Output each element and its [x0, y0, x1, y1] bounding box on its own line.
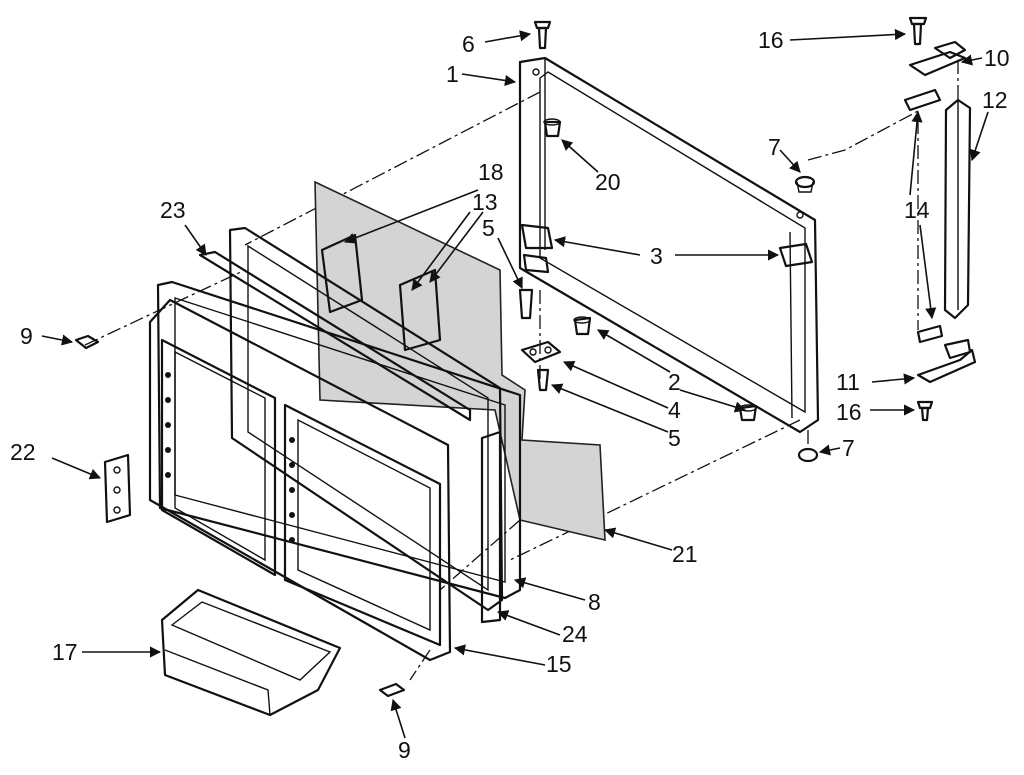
callout-8: 8	[588, 589, 601, 615]
top-screw	[533, 20, 552, 50]
callout-11: 11	[836, 369, 860, 395]
callout-17: 17	[52, 639, 78, 665]
lower-hinge-hardware	[518, 288, 562, 392]
callout-18: 18	[478, 159, 504, 185]
callout-labels: 6 1 16 10 12 20 7 18 13 23 5 14 3 9 2 4 …	[10, 27, 1010, 763]
callout-12: 12	[982, 87, 1008, 113]
callout-5: 5	[482, 215, 495, 241]
callout-15: 15	[546, 651, 572, 677]
shelf-mount-holes	[165, 372, 295, 543]
callout-7-lower: 7	[842, 435, 855, 461]
callout-14: 14	[904, 197, 930, 223]
callout-16-lower: 16	[836, 399, 862, 425]
shelf-end-cap	[103, 453, 132, 524]
callout-21: 21	[672, 541, 698, 567]
callout-3: 3	[650, 243, 663, 269]
screws	[74, 334, 406, 698]
callout-9: 9	[20, 323, 33, 349]
door-shelf	[160, 588, 342, 717]
front-door-panel	[148, 298, 452, 662]
callout-9-lower: 9	[398, 737, 411, 763]
callout-7: 7	[768, 134, 781, 160]
callout-24: 24	[562, 621, 588, 647]
callout-10: 10	[984, 45, 1010, 71]
alignment-lines	[84, 60, 959, 681]
callout-6: 6	[462, 31, 475, 57]
callout-23: 23	[160, 197, 186, 223]
callout-20: 20	[595, 169, 621, 195]
callout-16: 16	[758, 27, 784, 53]
callout-13: 13	[472, 189, 498, 215]
callout-5-lower: 5	[668, 425, 681, 451]
callout-4: 4	[668, 397, 681, 423]
callout-2: 2	[668, 369, 681, 395]
hinge-bracket	[520, 223, 814, 274]
plug-caps	[794, 175, 819, 463]
door-stops	[543, 118, 758, 422]
callout-22: 22	[10, 439, 36, 465]
leader-lines	[41, 28, 989, 739]
callout-1: 1	[446, 61, 459, 87]
foam-insulation	[314, 180, 606, 542]
right-hinge-parts	[903, 16, 977, 422]
